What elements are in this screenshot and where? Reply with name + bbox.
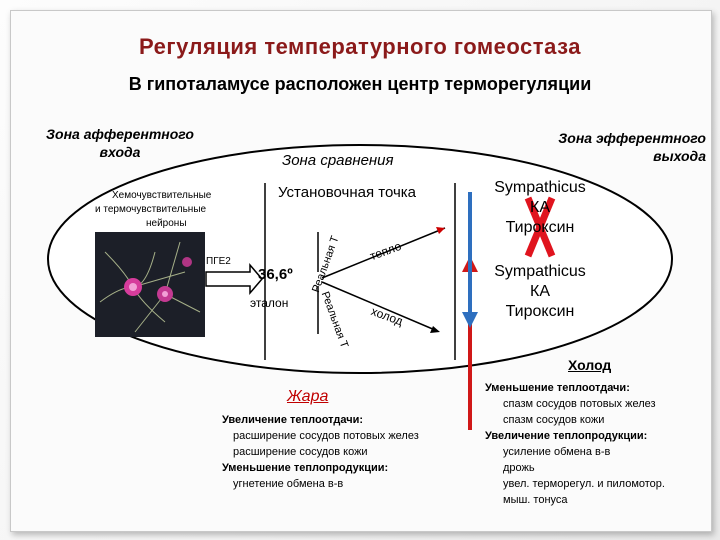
heat-item-3: Уменьшение теплопродукции:	[222, 462, 388, 474]
sympathicus-bottom-2: КА	[481, 283, 599, 301]
cold-title: Холод	[568, 357, 611, 373]
heat-item-0: Увеличение теплоотдачи:	[222, 414, 363, 426]
setpoint-label: Установочная точка	[278, 184, 416, 201]
sympathicus-top-3: Тироксин	[481, 219, 599, 237]
sympathicus-bottom-1: Sympathicus	[481, 263, 599, 281]
setpoint-reference: эталон	[250, 296, 288, 310]
cold-item-2: спазм сосудов кожи	[503, 414, 604, 426]
heat-title: Жара	[287, 388, 328, 406]
heat-item-1: расширение сосудов потовых желез	[233, 430, 419, 442]
sympathicus-top-1: Sympathicus	[481, 179, 599, 197]
cold-item-4: усиление обмена в-в	[503, 446, 610, 458]
sympathicus-bottom-3: Тироксин	[481, 303, 599, 321]
cold-item-6: увел. терморегул. и пиломотор.	[503, 478, 665, 490]
cold-item-0: Уменьшение теплоотдачи:	[485, 382, 630, 394]
neurons-label-3: нейроны	[146, 218, 187, 229]
neurons-image	[95, 232, 205, 337]
cold-item-7: мыш. тонуса	[503, 494, 568, 506]
zone-comparison: Зона сравнения	[282, 152, 394, 169]
cold-item-5: дрожь	[503, 462, 535, 474]
neurons-label-1: Хемочувствительные	[112, 190, 211, 201]
cold-item-1: спазм сосудов потовых желез	[503, 398, 656, 410]
sympathicus-top-2: КА	[481, 199, 599, 217]
zone-afferent: Зона афферентного входа	[25, 125, 215, 161]
zone-efferent: Зона эфферентного выхода	[506, 129, 706, 165]
pge-label: ПГЕ2	[206, 256, 231, 267]
heat-item-2: расширение сосудов кожи	[233, 446, 368, 458]
cold-item-3: Увеличение теплопродукции:	[485, 430, 647, 442]
heat-item-4: угнетение обмена в-в	[233, 478, 343, 490]
setpoint-value: 36,6º	[258, 266, 293, 283]
neurons-label-2: и термочувствительные	[95, 204, 206, 215]
